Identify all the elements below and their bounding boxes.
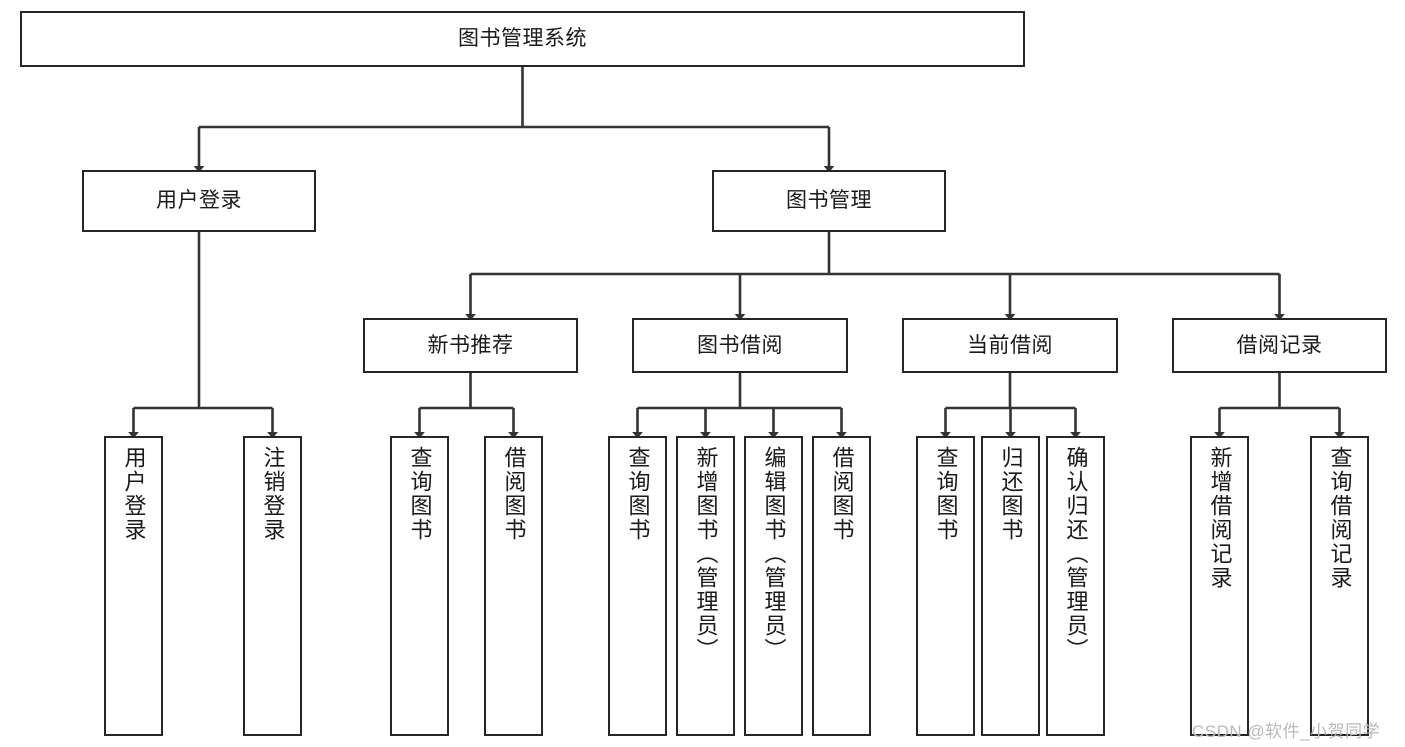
node-leaf-query-record[interactable]: 查询借阅记录 (1310, 436, 1369, 736)
node-label-user-login: 用户登录 (156, 189, 242, 213)
node-label-leaf-return-book: 归还图书 (998, 446, 1024, 542)
node-label-root: 图书管理系统 (458, 27, 587, 51)
node-label-leaf-confirm-return: 确认归还（管理员） (1063, 446, 1089, 662)
node-label-leaf-add-book: 新增图书（管理员） (693, 446, 719, 662)
node-root[interactable]: 图书管理系统 (20, 11, 1025, 67)
node-new-book-recommend[interactable]: 新书推荐 (363, 318, 578, 373)
node-label-book-borrow: 图书借阅 (697, 333, 783, 357)
node-leaf-borrow-book-1[interactable]: 借阅图书 (484, 436, 543, 736)
node-label-leaf-borrow-book-1: 借阅图书 (501, 446, 527, 542)
node-user-login[interactable]: 用户登录 (82, 170, 316, 232)
node-leaf-confirm-return[interactable]: 确认归还（管理员） (1046, 436, 1105, 736)
node-leaf-return-book[interactable]: 归还图书 (981, 436, 1040, 736)
node-label-leaf-edit-book: 编辑图书（管理员） (761, 446, 787, 662)
node-current-borrow[interactable]: 当前借阅 (902, 318, 1118, 373)
node-label-borrow-record: 借阅记录 (1236, 333, 1323, 357)
node-book-borrow[interactable]: 图书借阅 (632, 318, 848, 373)
node-label-leaf-add-record: 新增借阅记录 (1207, 446, 1233, 590)
node-label-leaf-borrow-book-2: 借阅图书 (829, 446, 855, 542)
node-label-leaf-user-login: 用户登录 (121, 446, 147, 542)
node-leaf-logout[interactable]: 注销登录 (243, 436, 302, 736)
node-label-new-book-recommend: 新书推荐 (427, 333, 514, 357)
node-label-book-manage: 图书管理 (786, 189, 872, 213)
node-leaf-user-login[interactable]: 用户登录 (104, 436, 163, 736)
node-leaf-add-book[interactable]: 新增图书（管理员） (676, 436, 735, 736)
node-leaf-borrow-book-2[interactable]: 借阅图书 (812, 436, 871, 736)
node-leaf-query-book-2[interactable]: 查询图书 (608, 436, 667, 736)
node-leaf-query-book-1[interactable]: 查询图书 (390, 436, 449, 736)
node-borrow-record[interactable]: 借阅记录 (1172, 318, 1387, 373)
node-book-manage[interactable]: 图书管理 (712, 170, 946, 232)
node-label-current-borrow: 当前借阅 (967, 333, 1053, 357)
node-leaf-query-book-3[interactable]: 查询图书 (916, 436, 975, 736)
node-label-leaf-query-book-3: 查询图书 (933, 446, 959, 542)
node-label-leaf-logout: 注销登录 (260, 446, 286, 542)
node-label-leaf-query-book-2: 查询图书 (625, 446, 651, 542)
node-label-leaf-query-book-1: 查询图书 (407, 446, 433, 542)
node-leaf-edit-book[interactable]: 编辑图书（管理员） (744, 436, 803, 736)
node-leaf-add-record[interactable]: 新增借阅记录 (1190, 436, 1249, 736)
node-label-leaf-query-record: 查询借阅记录 (1327, 446, 1353, 590)
